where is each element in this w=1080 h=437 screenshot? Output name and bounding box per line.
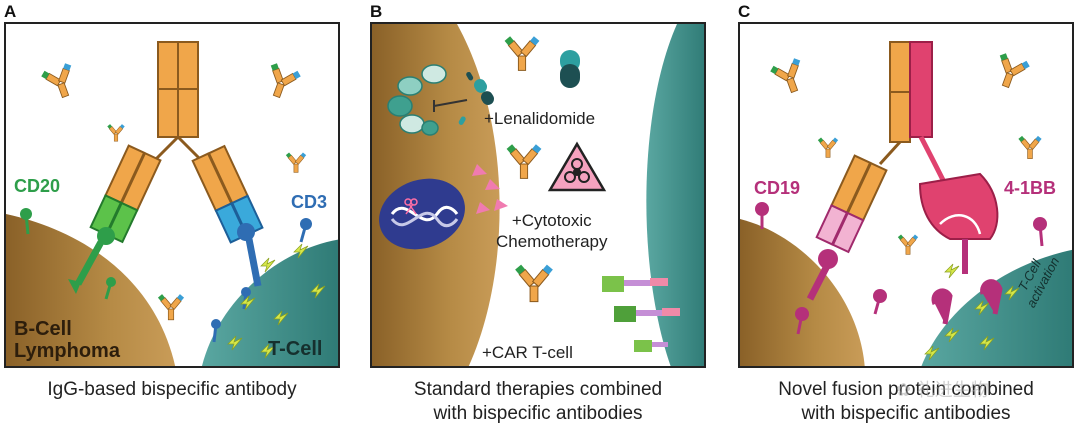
tcell-membrane-b — [646, 24, 704, 366]
panel-c-caption: Novel fusion protein combined with bispe… — [738, 378, 1074, 426]
bcell-lymphoma-label: B-Cell Lymphoma — [14, 318, 120, 362]
antibody-b2 — [505, 143, 543, 179]
car-constructs — [602, 276, 680, 352]
lenalidomide-capsule — [458, 71, 494, 125]
4-1bb-receptor — [931, 217, 1047, 325]
cd19-receptor — [755, 202, 887, 335]
antibody-b1 — [503, 35, 541, 72]
chemo-label-line2: Chemotherapy — [496, 232, 608, 251]
bcell-label-line2: Lymphoma — [14, 340, 120, 362]
bispecific-antibody — [89, 41, 264, 244]
panel-a: CD20 CD3 B-Cell Lymphoma T-Cell — [4, 22, 340, 368]
panel-b-caption-line2: with bispecific antibodies — [433, 403, 643, 424]
panel-b: +Lenalidomide +Cytotoxic Chemotherapy +C… — [370, 22, 706, 368]
tcell-membrane — [202, 239, 338, 366]
biohazard-icon — [547, 141, 607, 192]
4-1bb-label: 4-1BB — [1004, 178, 1057, 198]
bcell-membrane-c — [740, 219, 865, 366]
panel-b-caption-line1: Standard therapies combined — [413, 379, 663, 400]
antibody-b3 — [514, 263, 554, 303]
fusion-protein — [815, 41, 999, 254]
panel-a-letter: A — [4, 2, 17, 21]
car-tcell-label: +CAR T-cell — [482, 343, 573, 362]
cd19-label: CD19 — [754, 178, 801, 198]
panel-b-caption: Standard therapies combined with bispeci… — [370, 378, 706, 426]
panel-c-letter: C — [738, 2, 751, 21]
cd20-label: CD20 — [14, 176, 61, 196]
tcell-label: T-Cell — [268, 338, 323, 360]
panel-c-illustration — [740, 41, 1072, 366]
watermark: ✿ 礼进生物 — [896, 380, 989, 401]
panel-c-caption-line2: with bispecific antibodies — [801, 403, 1011, 424]
panel-b-illustration — [372, 24, 704, 366]
tumor-cell-nucleus — [379, 178, 465, 250]
lenalidomide-label: +Lenalidomide — [484, 109, 596, 128]
panel-a-caption: IgG-based bispecific antibody — [47, 379, 297, 400]
cd3-label: CD3 — [291, 192, 328, 212]
panel-a-illustration — [6, 41, 338, 366]
chemo-label-line1: +Cytotoxic — [511, 211, 592, 230]
chemotherapy-label: +Cytotoxic Chemotherapy — [496, 210, 608, 252]
large-capsule — [560, 50, 580, 88]
panel-c: CD19 4-1BB T-Cell activation — [738, 22, 1074, 368]
chemo-particles — [472, 164, 508, 214]
panel-b-letter: B — [370, 2, 383, 21]
bcell-label-line1: B-Cell — [14, 318, 72, 340]
panel-c-caption-line1: Novel fusion protein combined — [778, 379, 1034, 400]
cereblon-complex — [387, 64, 468, 136]
bcell-membrane — [6, 214, 176, 366]
cd20-receptor — [20, 208, 116, 300]
